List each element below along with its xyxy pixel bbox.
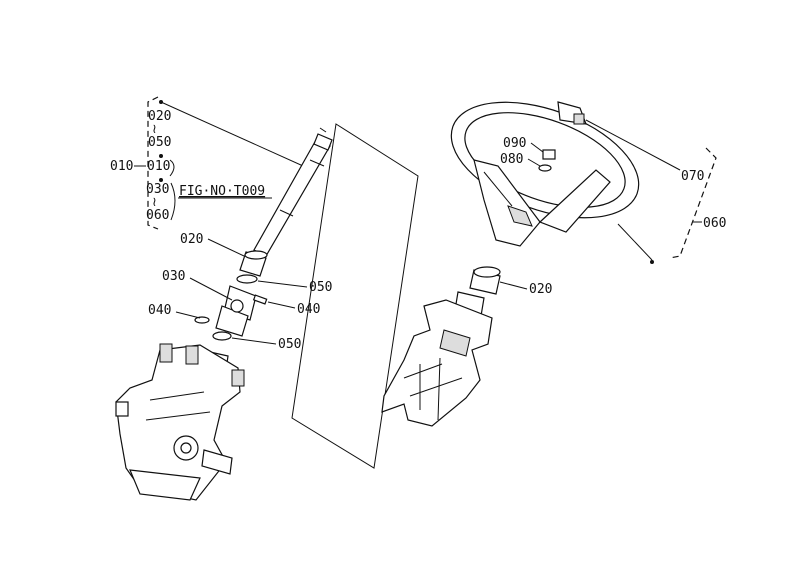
callout-020-bushing: 020 (529, 282, 552, 297)
callout-070-cover: 070 (681, 169, 704, 184)
callout-050-lower: 050 (278, 337, 301, 352)
pin-right (252, 294, 268, 305)
nut (538, 164, 552, 172)
leader-line (530, 142, 544, 153)
bracket-item-030: 030 (146, 182, 169, 197)
leader-line (189, 277, 233, 301)
leader-line (207, 238, 245, 257)
outer-label-010: 010 (110, 159, 133, 174)
bushing (469, 266, 501, 295)
bracket-item-010: 010 (147, 159, 170, 174)
pin-body (252, 294, 268, 305)
callout-050-upper: 050 (309, 280, 332, 295)
left-dashed-bracket (147, 96, 159, 230)
gearbox-output-shaft (201, 449, 233, 475)
callout-060-wheel: 060 (703, 216, 726, 231)
leader-line (617, 223, 653, 261)
steering-shaft (253, 127, 333, 257)
pin-left (194, 316, 210, 324)
callout-090-cap: 090 (503, 136, 526, 151)
joint-cross (230, 299, 244, 313)
gearbox-edge (145, 411, 211, 421)
gearbox-edge (149, 391, 205, 401)
leader-line (257, 280, 308, 288)
right-dashed-bracket (669, 147, 717, 259)
spoke-line (483, 171, 513, 207)
small-bracket (170, 182, 176, 221)
leader-line (175, 311, 201, 319)
steering-column (381, 291, 493, 427)
center-cap (542, 149, 556, 160)
callout-080-nut: 080 (500, 152, 523, 167)
gearbox-fitting (115, 401, 129, 417)
universal-joint (215, 285, 257, 337)
gearbox-boss (185, 345, 199, 365)
leader-line (499, 281, 528, 290)
lower-washer (212, 331, 232, 341)
shaft-spline-end (313, 133, 333, 151)
leader-line (527, 158, 541, 167)
leader-line (160, 101, 313, 171)
frame-outline (291, 123, 419, 469)
shaft-tip (319, 127, 327, 133)
leader-line (267, 301, 296, 309)
gearbox-mount (129, 469, 201, 501)
joint-yoke-lower (215, 305, 249, 337)
bracket-item-050: 050 (148, 135, 171, 150)
leader-dot (159, 154, 163, 158)
bushing-top (473, 266, 501, 278)
cover-knob (573, 113, 585, 125)
leader-dot (650, 260, 654, 264)
column-bracket (439, 329, 471, 357)
shaft-collar (239, 250, 268, 277)
left-bracket-group: 020 ≀ 050 010 010 030 ≀ 060 FIG·NO·T009 (110, 96, 272, 230)
column-housing (381, 299, 493, 427)
leader-dot (159, 178, 163, 182)
wheel-hub-center (507, 205, 533, 227)
column-edge (437, 357, 441, 421)
figure-reference: FIG·NO·T009 (179, 184, 265, 199)
column-edge (403, 363, 443, 379)
column-edge (409, 377, 463, 397)
bracket-item-020: 020 (148, 109, 171, 124)
bracket-tilde: ≀ (152, 195, 157, 210)
callout-020-shaft: 020 (180, 232, 203, 247)
leader-line (585, 119, 681, 171)
upper-washer (236, 274, 258, 284)
shaft-ring (309, 159, 325, 167)
gearbox-boss (159, 343, 173, 363)
callout-040-left: 040 (148, 303, 171, 318)
horn-cover (557, 101, 587, 125)
leader-line (231, 337, 277, 345)
bracket-item-060: 060 (146, 208, 169, 223)
collar-top (244, 250, 268, 260)
bracket-tilde: ≀ (152, 122, 157, 137)
steering-gearbox (115, 343, 245, 501)
callout-030-joint: 030 (162, 269, 185, 284)
shaft-ring (279, 209, 294, 217)
wheel-spoke-right (538, 169, 611, 233)
gearbox-port-inner (180, 442, 192, 454)
small-bracket (169, 159, 175, 177)
gearbox-boss (231, 369, 245, 387)
steering-wheel (450, 101, 640, 247)
